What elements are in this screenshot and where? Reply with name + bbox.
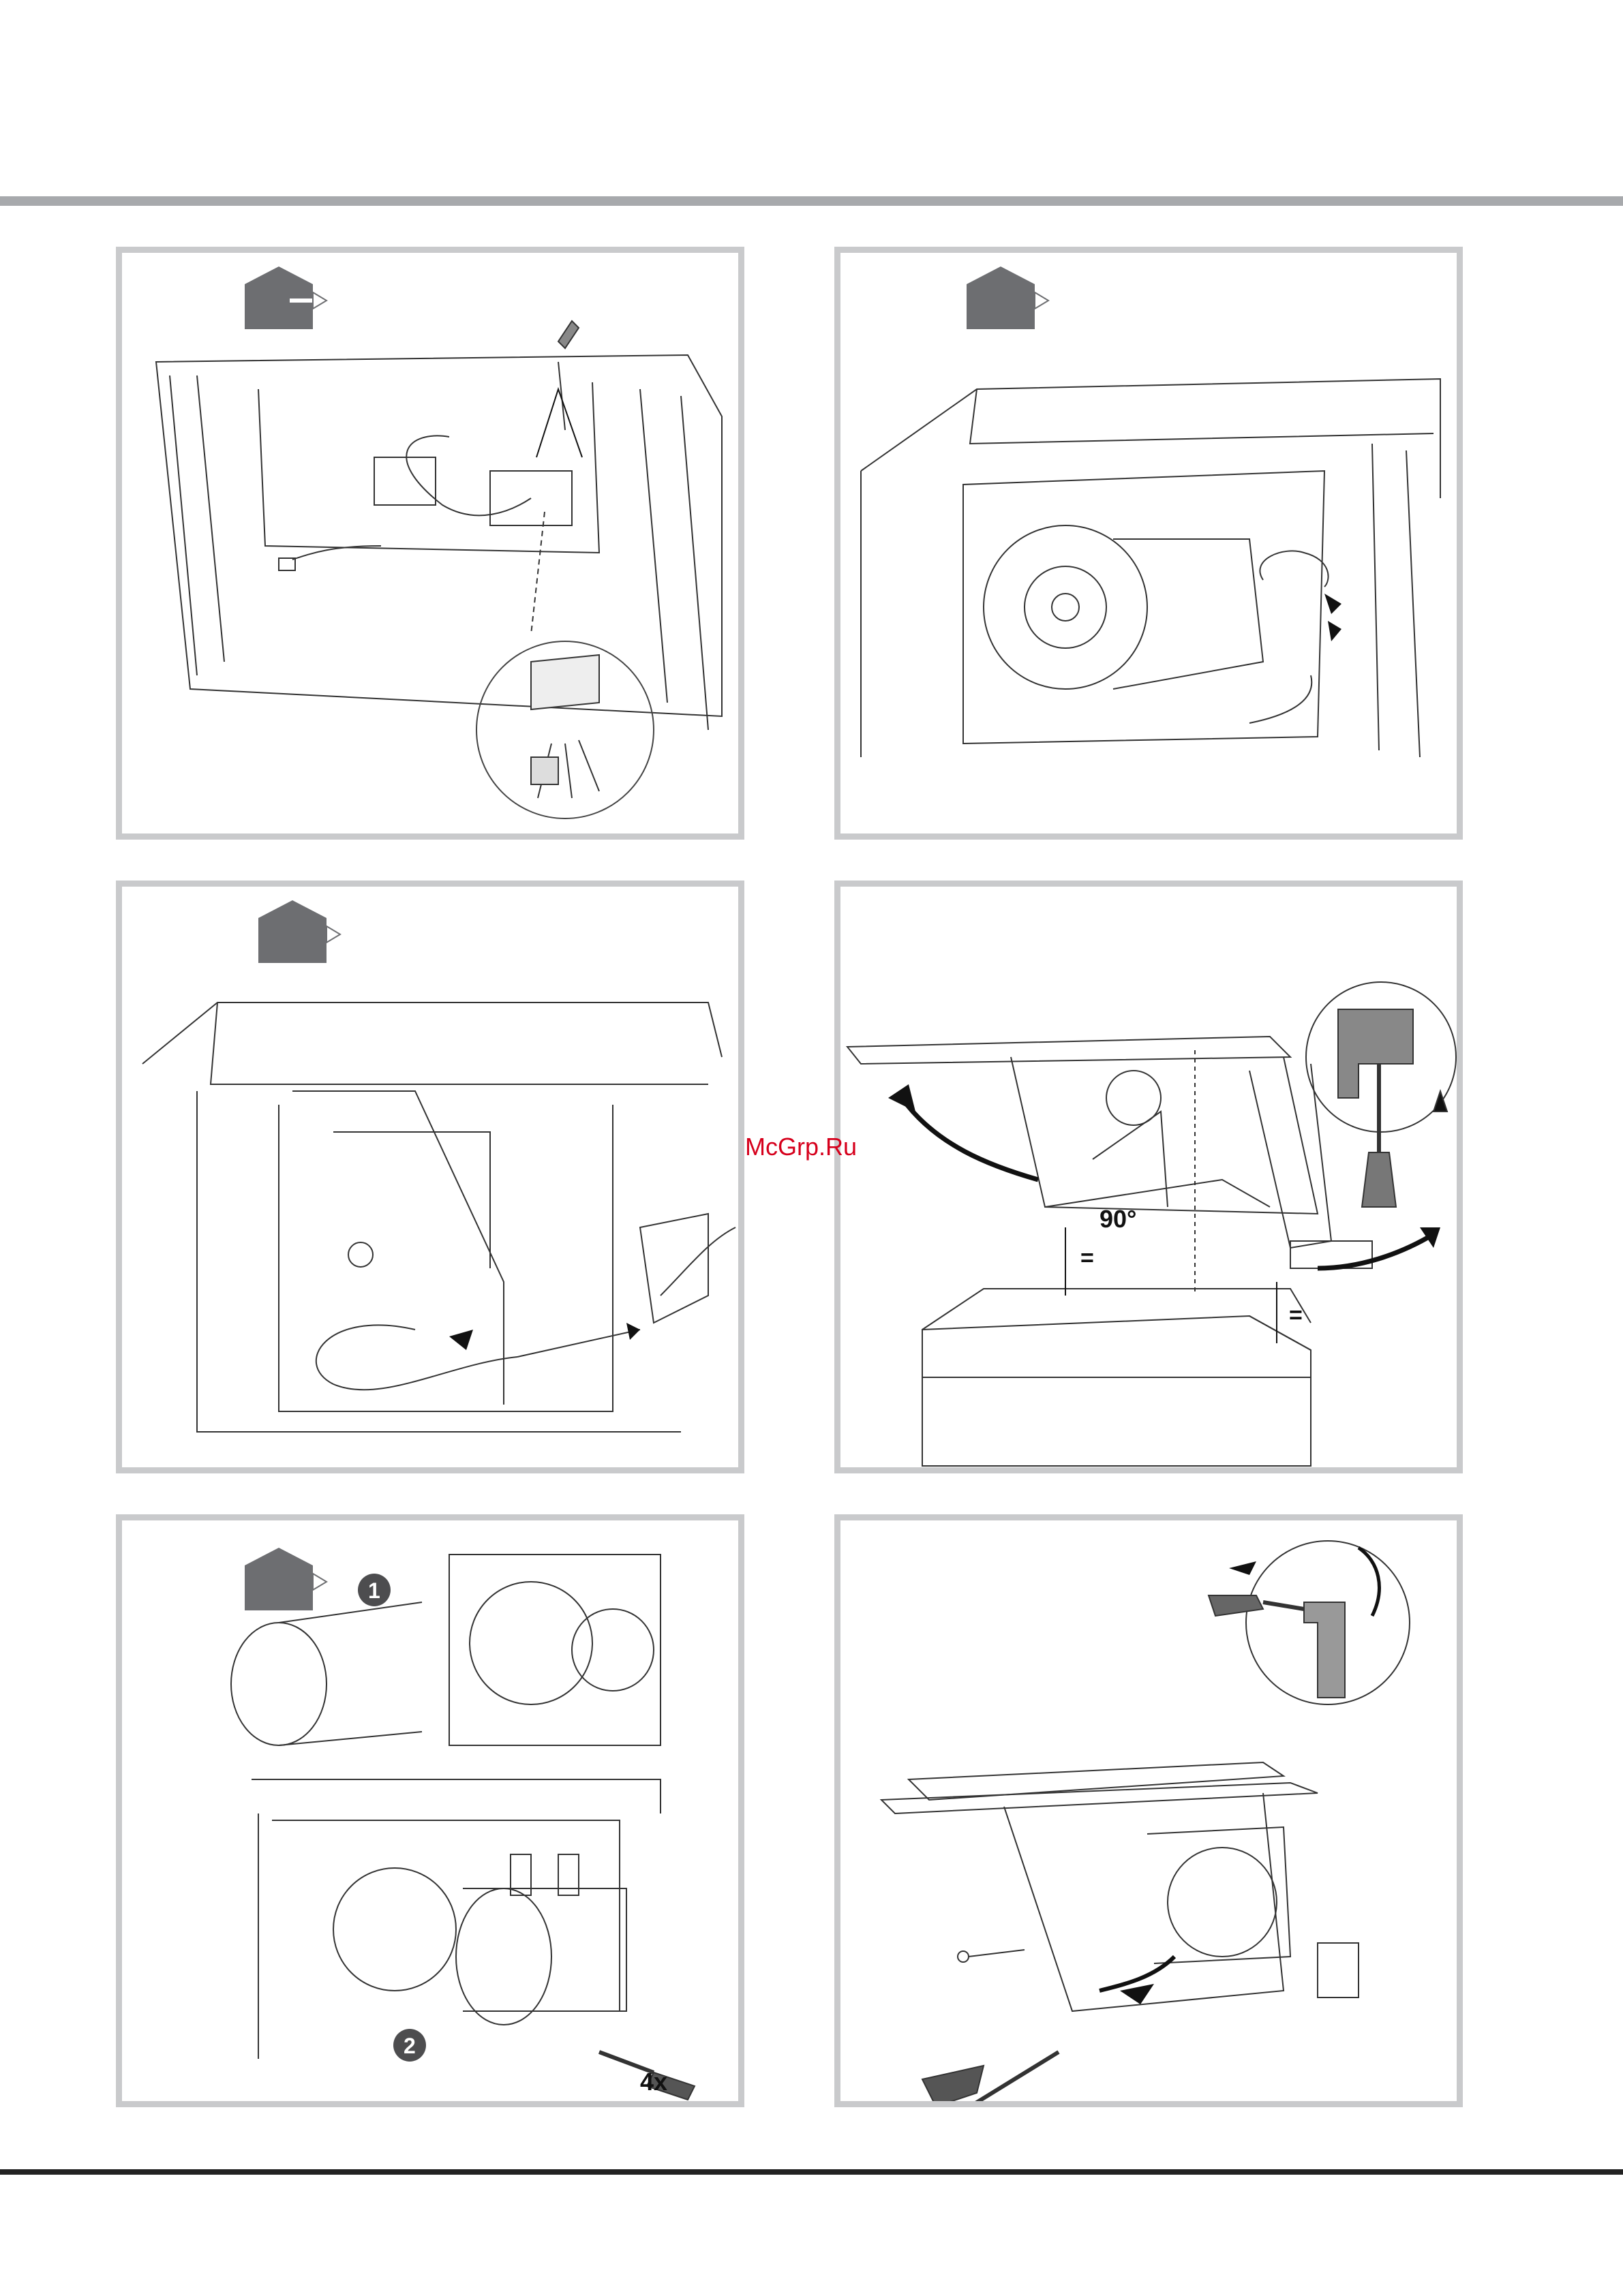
installation-height-illustration: 90° = = [840,887,1457,1467]
step-2-badge: 2 [393,2029,426,2062]
panel-motor-plug [834,247,1463,840]
wiring-illustration [122,253,738,833]
screw-count-label: 4x [640,2068,667,2096]
step-1-badge: 1 [358,1574,391,1606]
panel-hood-installation-height: 90° = = [834,881,1463,1473]
panel-wiring-connection [116,247,744,840]
watermark-text: McGrp.Ru [745,1133,857,1161]
equal-distance-right-label: = [1289,1302,1303,1328]
canopy-fixing-illustration [840,1520,1457,2101]
motor-mounting-illustration: 1 2 4x [122,1520,738,2101]
svg-text:2: 2 [404,2034,416,2058]
panel-cable-routing [116,881,744,1473]
house-exhaust-icon [245,1548,327,1610]
house-exhaust-icon [967,266,1048,329]
panel-motor-mounting: 1 2 4x [116,1514,744,2107]
house-exhaust-icon [245,266,327,329]
motor-plug-illustration [840,253,1457,833]
bracket-inset [1306,982,1456,1207]
cable-routing-illustration [122,887,738,1467]
angle-90-label: 90° [1099,1205,1136,1233]
house-exhaust-icon [258,900,340,963]
bracket-screw-inset [1209,1541,1410,1704]
svg-text:1: 1 [368,1578,380,1603]
equal-distance-left-label: = [1080,1245,1094,1271]
bottom-divider [0,2169,1623,2175]
panel-canopy-fixing [834,1514,1463,2107]
top-divider [0,196,1623,206]
